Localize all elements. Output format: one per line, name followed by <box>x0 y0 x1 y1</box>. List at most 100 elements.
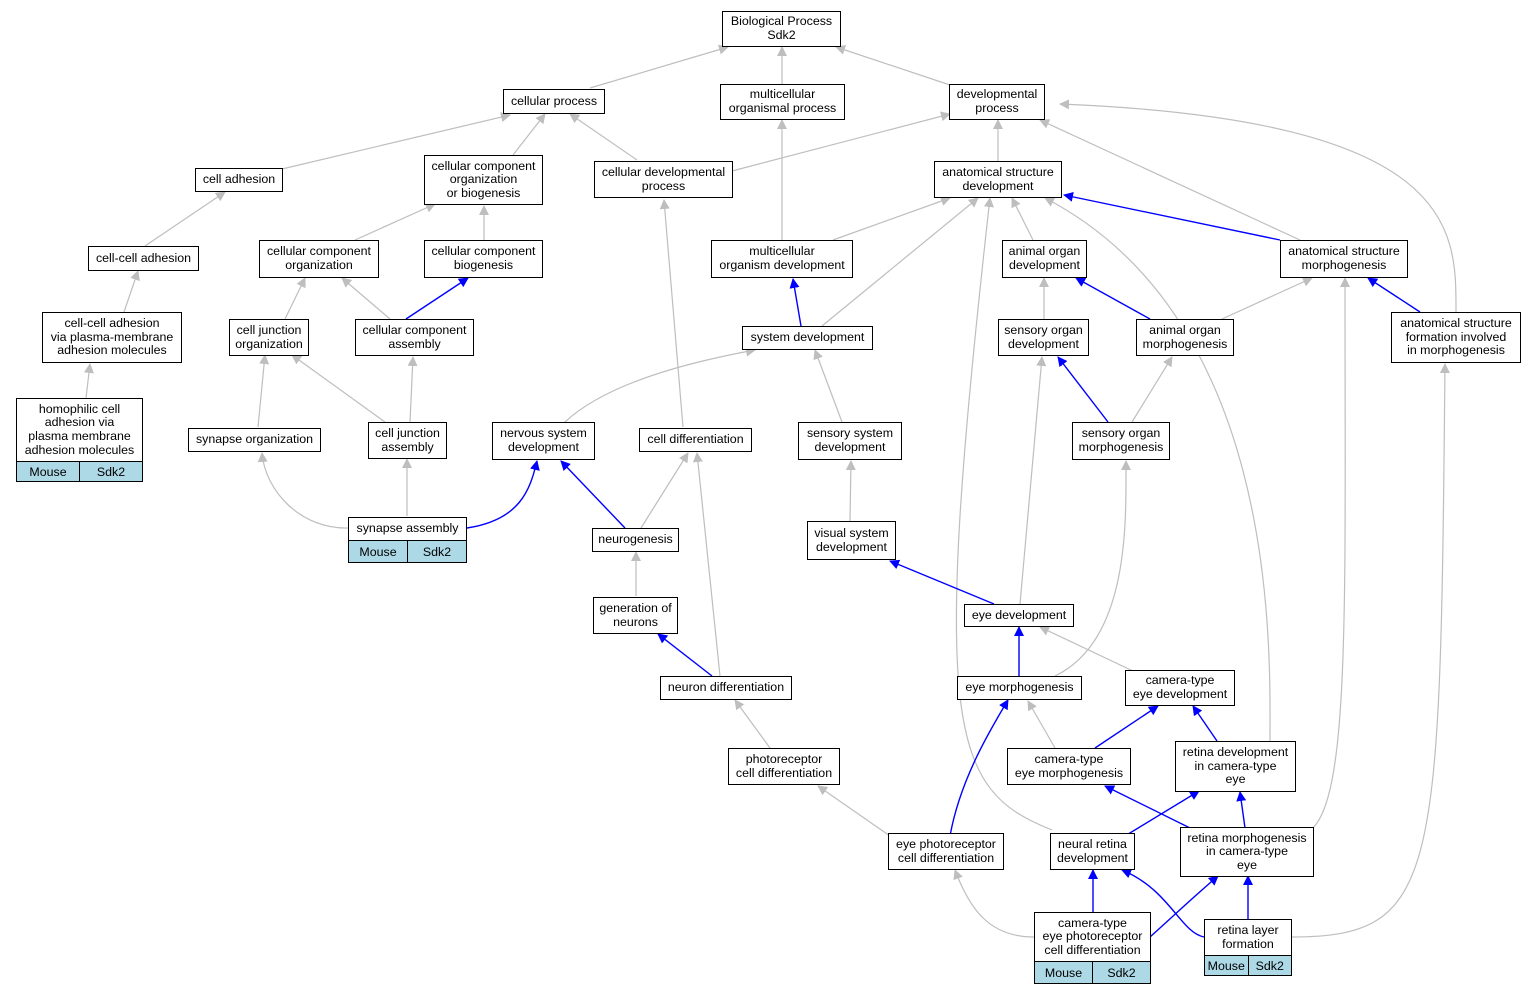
edge-part-of <box>1367 277 1421 313</box>
node-retina-development-in-camera-type-eye[interactable]: retina development in camera-type eye <box>1175 741 1296 792</box>
edge-is-a <box>257 452 351 529</box>
edge-is-a <box>817 785 891 837</box>
species-cell: Mouse <box>349 541 407 562</box>
node-cellular-process[interactable]: cellular process <box>503 89 605 114</box>
node-camera-type-eye-photoreceptor-cell-differentiation[interactable]: camera-type eye photoreceptor cell diffe… <box>1034 912 1151 962</box>
edge-is-a <box>144 191 226 247</box>
edge-is-a <box>1019 356 1047 605</box>
edge-is-a <box>281 112 511 170</box>
node-cell-cell-adhesion-via-plasma-membrane[interactable]: cell-cell adhesion via plasma-membrane a… <box>42 312 182 363</box>
edge-is-a <box>1290 363 1450 938</box>
node-anatomical-structure-development[interactable]: anatomical structure development <box>934 161 1062 198</box>
node-neural-retina-development[interactable]: neural retina development <box>1050 833 1135 870</box>
edge-is-a <box>1221 277 1313 320</box>
edge-is-a <box>731 111 951 172</box>
edge-is-a <box>83 363 94 399</box>
node-retina-morphogenesis-in-camera-type-eye[interactable]: retina morphogenesis in camera-type eye <box>1180 827 1314 877</box>
edge-is-a <box>955 197 1053 831</box>
node-synapse-organization[interactable]: synapse organization <box>188 428 321 452</box>
edge-is-a <box>512 113 546 156</box>
node-cell-adhesion[interactable]: cell adhesion <box>195 168 283 192</box>
edge-is-a <box>1039 119 1301 241</box>
edge-part-of <box>1104 785 1191 829</box>
edge-part-of <box>789 278 802 327</box>
node-cell-junction-organization[interactable]: cell junction organization <box>229 319 309 356</box>
edge-part-of <box>405 277 469 320</box>
edge-is-a <box>123 270 140 313</box>
node-cellular-component-organization[interactable]: cellular component organization <box>259 240 379 278</box>
node-system-development[interactable]: system development <box>742 326 873 350</box>
edge-is-a <box>845 460 856 522</box>
edge-is-a <box>953 869 1035 938</box>
node-camera-type-eye-morphogenesis[interactable]: camera-type eye morphogenesis <box>1007 748 1131 785</box>
annotation-retina-layer-formation: Mouse Sdk2 <box>1204 955 1292 976</box>
gene-cell: Sdk2 <box>1247 956 1291 975</box>
edge-is-a <box>564 346 756 423</box>
node-eye-morphogenesis[interactable]: eye morphogenesis <box>957 676 1082 700</box>
edge-part-of <box>889 559 995 605</box>
edge-is-a <box>407 356 418 423</box>
edge-is-a <box>1312 277 1351 829</box>
node-eye-development[interactable]: eye development <box>964 604 1074 627</box>
node-homophilic-cell-adhesion[interactable]: homophilic cell adhesion via plasma memb… <box>16 398 143 462</box>
node-photoreceptor-cell-differentiation[interactable]: photoreceptor cell differentiation <box>728 748 840 785</box>
node-animal-organ-morphogenesis[interactable]: animal organ morphogenesis <box>1136 319 1234 356</box>
node-cellular-component-organization-or-biogenesis[interactable]: cellular component organization or bioge… <box>424 155 543 205</box>
annotation-camera-type-eye-photoreceptor: Mouse Sdk2 <box>1034 961 1151 984</box>
node-cellular-component-biogenesis[interactable]: cellular component biogenesis <box>424 240 543 278</box>
node-multicellular-organism-development[interactable]: multicellular organism development <box>711 240 853 278</box>
edge-is-a <box>291 354 386 423</box>
edge-is-a <box>1027 700 1056 749</box>
node-neuron-differentiation[interactable]: neuron differentiation <box>660 676 792 700</box>
node-developmental-process[interactable]: developmental process <box>949 84 1045 120</box>
node-sensory-organ-morphogenesis[interactable]: sensory organ morphogenesis <box>1072 422 1170 460</box>
node-retina-layer-formation[interactable]: retina layer formation <box>1204 919 1292 956</box>
edge-is-a <box>341 277 391 320</box>
node-nervous-system-development[interactable]: nervous system development <box>492 422 595 460</box>
node-anatomical-structure-morphogenesis[interactable]: anatomical structure morphogenesis <box>1280 240 1408 278</box>
edge-is-a <box>569 113 638 161</box>
edge-is-a <box>284 277 306 320</box>
node-multicellular-organismal-process[interactable]: multicellular organismal process <box>720 84 845 120</box>
annotation-homophilic: Mouse Sdk2 <box>16 461 143 482</box>
edge-part-of <box>1057 356 1109 423</box>
node-camera-type-eye-development[interactable]: camera-type eye development <box>1125 670 1235 706</box>
edge-part-of <box>1094 705 1159 749</box>
edge-is-a <box>1059 99 1457 313</box>
edge-is-a <box>659 199 684 428</box>
annotation-synapse-assembly: Mouse Sdk2 <box>348 540 467 563</box>
node-cellular-developmental-process[interactable]: cellular developmental process <box>594 161 733 198</box>
edge-part-of <box>1121 868 1205 938</box>
edge-is-a <box>734 699 771 749</box>
species-cell: Mouse <box>17 462 79 481</box>
edge-is-a <box>589 44 729 89</box>
edge-part-of <box>1063 191 1281 241</box>
edge-is-a <box>354 203 436 241</box>
edge-part-of <box>466 460 540 529</box>
edge-is-a <box>821 197 979 327</box>
edge-is-a <box>1044 197 1271 742</box>
node-cell-differentiation[interactable]: cell differentiation <box>639 428 752 452</box>
node-cell-junction-assembly[interactable]: cell junction assembly <box>368 422 447 459</box>
node-anatomical-structure-formation-involved-in-morphogenesis[interactable]: anatomical structure formation involved … <box>1391 312 1521 363</box>
node-neurogenesis[interactable]: neurogenesis <box>592 528 679 552</box>
node-animal-organ-development[interactable]: animal organ development <box>1002 240 1087 278</box>
edge-is-a <box>813 349 843 423</box>
node-biological-process-sdk2[interactable]: Biological Process Sdk2 <box>722 11 841 47</box>
node-sensory-system-development[interactable]: sensory system development <box>798 422 902 460</box>
edge-part-of <box>1236 791 1247 829</box>
edge-is-a <box>835 45 951 86</box>
species-cell: Mouse <box>1205 956 1248 975</box>
gene-cell: Sdk2 <box>1092 962 1150 983</box>
node-generation-of-neurons[interactable]: generation of neurons <box>593 597 678 634</box>
node-sensory-organ-development[interactable]: sensory organ development <box>998 319 1089 356</box>
node-visual-system-development[interactable]: visual system development <box>807 521 896 560</box>
node-synapse-assembly[interactable]: synapse assembly <box>348 517 467 541</box>
node-cellular-component-assembly[interactable]: cellular component assembly <box>355 319 474 356</box>
node-cell-cell-adhesion[interactable]: cell-cell adhesion <box>88 246 199 271</box>
edge-part-of <box>1192 705 1218 742</box>
node-eye-photoreceptor-cell-differentiation[interactable]: eye photoreceptor cell differentiation <box>888 833 1004 870</box>
edge-part-of <box>1075 277 1151 320</box>
edge-is-a <box>1039 626 1134 672</box>
